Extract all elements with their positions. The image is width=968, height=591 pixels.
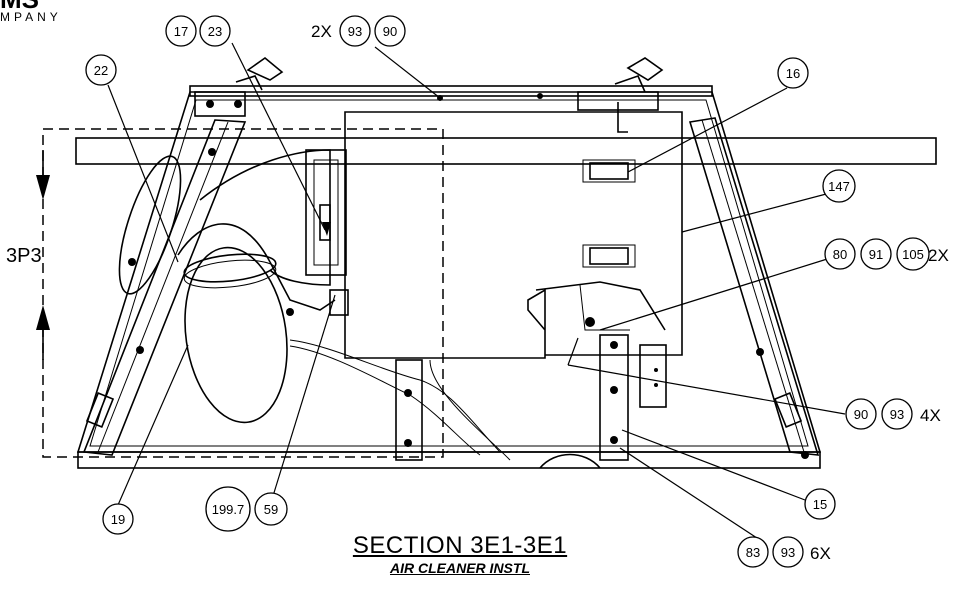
elbow-duct <box>118 149 336 424</box>
svg-text:90: 90 <box>854 407 868 422</box>
callout-16: 16 <box>777 57 809 89</box>
svg-text:105: 105 <box>902 247 924 262</box>
left-bracket <box>395 359 423 461</box>
svg-text:23: 23 <box>208 24 222 39</box>
svg-text:93: 93 <box>890 407 904 422</box>
bottom-port <box>539 453 601 469</box>
callout-147: 147 <box>822 169 856 203</box>
housing <box>75 85 937 469</box>
callout-90-top: 90 <box>374 15 406 47</box>
callout-91: 91 <box>860 238 892 270</box>
right-bracket <box>599 334 667 461</box>
svg-text:147: 147 <box>828 179 850 194</box>
section-title: SECTION 3E1-3E1 <box>352 532 568 559</box>
callout-105: 105 <box>896 237 930 271</box>
company-logo: MS MPANY <box>0 0 62 24</box>
svg-text:83: 83 <box>746 545 760 560</box>
right-side-rail <box>688 117 820 459</box>
callout-80: 80 <box>824 238 856 270</box>
svg-text:93: 93 <box>348 24 362 39</box>
callout-23: 23 <box>199 15 231 47</box>
svg-text:19: 19 <box>111 512 125 527</box>
logo-word: MS <box>0 0 62 12</box>
callout-93-bottom: 93 <box>772 536 804 568</box>
svg-text:90: 90 <box>383 24 397 39</box>
svg-text:16: 16 <box>786 66 800 81</box>
cable-harness <box>289 339 511 461</box>
svg-text:17: 17 <box>174 24 188 39</box>
callout-qty-bottom: 6X <box>810 544 831 563</box>
callout-83: 83 <box>737 536 769 568</box>
logo-subword: MPANY <box>0 10 62 24</box>
callout-22: 22 <box>85 54 117 86</box>
svg-text:199.7: 199.7 <box>212 502 245 517</box>
svg-text:93: 93 <box>781 545 795 560</box>
callout-qty-mid: 4X <box>920 406 941 425</box>
svg-text:80: 80 <box>833 247 847 262</box>
callout-qty-right: 2X <box>928 246 949 265</box>
view-label: 3P3 <box>6 245 42 267</box>
section-title-block: SECTION 3E1-3E1 AIR CLEANER INSTL <box>310 533 610 577</box>
callout-93-top: 93 <box>339 15 371 47</box>
svg-text:15: 15 <box>813 497 827 512</box>
callout-93-mid: 93 <box>881 398 913 430</box>
callout-59: 59 <box>254 492 288 526</box>
section-subtitle: AIR CLEANER INSTL <box>390 560 530 576</box>
left-side-rail <box>82 119 247 456</box>
view-arrows <box>36 150 50 360</box>
callout-90-mid: 90 <box>845 398 877 430</box>
svg-text:91: 91 <box>869 247 883 262</box>
callout-15: 15 <box>804 488 836 520</box>
air-cleaner-box <box>344 102 683 359</box>
leader-lines <box>107 42 846 543</box>
detail-view-boundary <box>42 128 444 458</box>
duct-flange <box>305 149 349 316</box>
svg-text:22: 22 <box>94 63 108 78</box>
callout-qty-top: 2X <box>311 22 332 41</box>
svg-text:59: 59 <box>264 502 278 517</box>
top-latches <box>194 56 664 117</box>
callout-17: 17 <box>165 15 197 47</box>
callout-199-7: 199.7 <box>205 486 251 532</box>
callout-19: 19 <box>102 503 134 535</box>
